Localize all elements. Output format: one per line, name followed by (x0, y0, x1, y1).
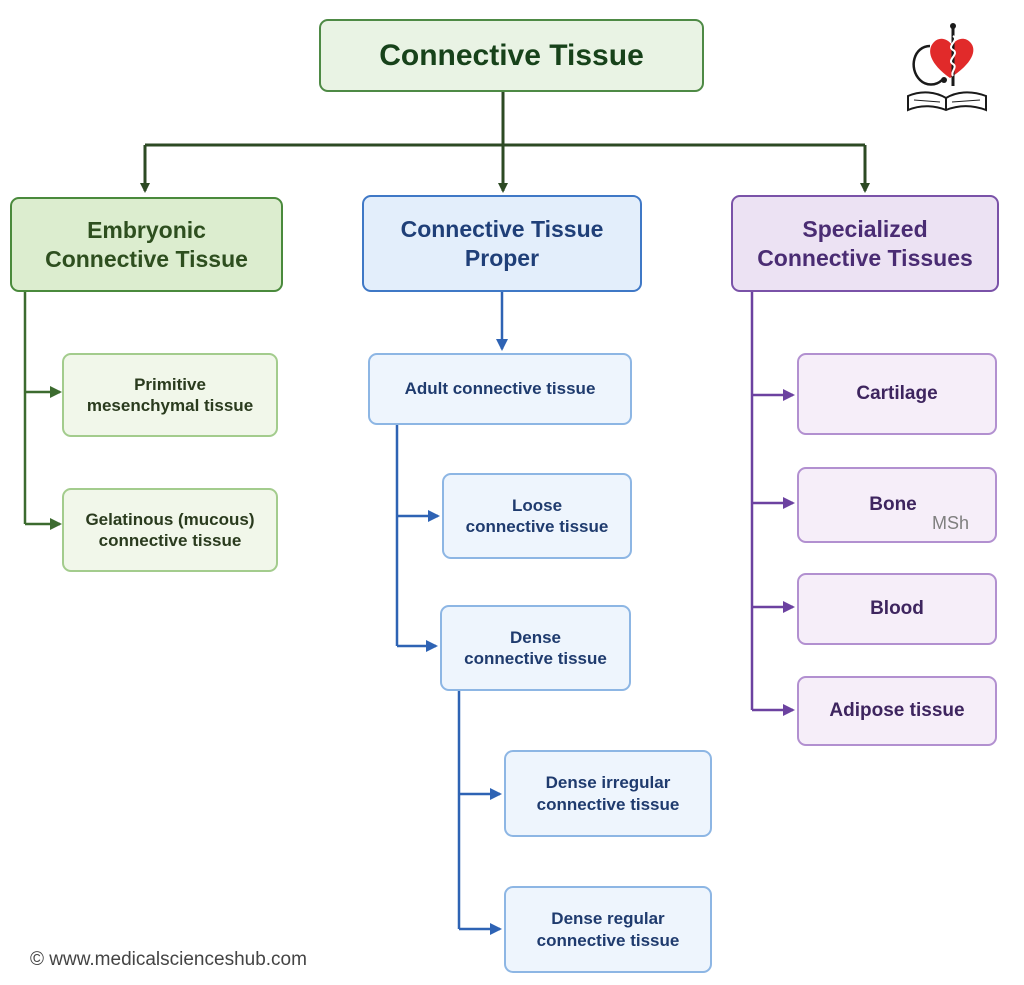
dense-regular-label-line-2: connective tissue (536, 930, 680, 950)
msh-watermark: MSh (932, 513, 970, 533)
loose-label-line-1: Loose (511, 495, 563, 515)
dense-irregular-label-line-2: connective tissue (536, 794, 680, 814)
embryonic-connector (23, 292, 62, 530)
dense-connective-tissue-node: Dense connective tissue (440, 605, 631, 691)
dense-regular-connective-tissue-node: Dense regular connective tissue (504, 886, 712, 973)
dense-label-line-2: connective tissue (464, 649, 607, 668)
gelatinous-connective-tissue-node: Gelatinous (mucous) connective tissue (62, 488, 278, 572)
embryonic-title-line-1: Embryonic (87, 216, 206, 243)
root-connector (140, 92, 870, 193)
root-label: Connective Tissue (379, 38, 644, 72)
gelatinous-label-line-2: connective tissue (98, 531, 242, 550)
loose-connective-tissue-node: Loose connective tissue (442, 473, 632, 559)
adipose-tissue-node: Adipose tissue (797, 676, 997, 746)
proper-title-line-2: Proper (464, 244, 540, 271)
heart-stethoscope-book-logo (907, 23, 987, 112)
bone-label: Bone (869, 494, 917, 516)
embryonic-connective-tissue-node: Embryonic Connective Tissue (10, 197, 283, 292)
primitive-mesenchymal-tissue-node: Primitive mesenchymal tissue (62, 353, 278, 437)
proper-connector (395, 292, 508, 935)
proper-title-line-1: Connective Tissue (400, 215, 604, 242)
specialized-title-line-1: Specialized (802, 215, 928, 242)
cartilage-label: Cartilage (856, 383, 938, 405)
specialized-connector (750, 292, 795, 716)
blood-label: Blood (870, 598, 924, 620)
adipose-tissue-label: Adipose tissue (829, 700, 965, 722)
connective-tissue-proper-node: Connective Tissue Proper (362, 195, 642, 292)
gelatinous-label-line-1: Gelatinous (mucous) (85, 509, 255, 529)
blood-node: Blood (797, 573, 997, 645)
adult-label: Adult connective tissue (404, 379, 596, 399)
copyright-text: © www.medicalscienceshub.com (30, 949, 307, 970)
specialized-title-line-2: Connective Tissues (757, 244, 973, 271)
primitive-label-line-1: Primitive (134, 374, 206, 394)
stethoscope-icon (912, 44, 943, 86)
adult-connective-tissue-node: Adult connective tissue (368, 353, 632, 425)
specialized-connective-tissues-node: Specialized Connective Tissues (731, 195, 999, 292)
bone-node: Bone (797, 467, 997, 543)
cartilage-node: Cartilage (797, 353, 997, 435)
embryonic-title-line-2: Connective Tissue (45, 245, 248, 272)
dense-irregular-connective-tissue-node: Dense irregular connective tissue (504, 750, 712, 837)
dense-regular-label-line-1: Dense regular (551, 909, 665, 929)
dense-label-line-1: Dense (509, 627, 562, 647)
primitive-label-line-2: mesenchymal tissue (86, 396, 254, 415)
root-node: Connective Tissue (319, 19, 704, 92)
dense-irregular-label-line-1: Dense irregular (545, 773, 671, 793)
loose-label-line-2: connective tissue (465, 517, 609, 536)
